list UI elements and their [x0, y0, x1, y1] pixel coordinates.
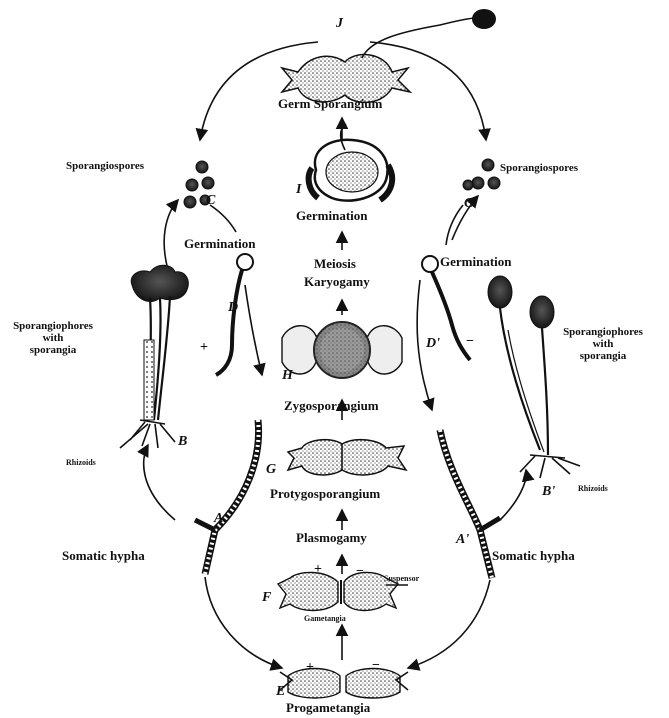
letter-H: H [282, 368, 293, 384]
label-zygosporangium: Zygosporangium [284, 398, 379, 414]
germinating-zygospore-drawing [309, 124, 393, 201]
letter-B-prime: B' [542, 484, 555, 500]
label-progametangia: Progametangia [286, 700, 370, 716]
label-protozygosporangium: Protygosporangium [270, 486, 380, 502]
label-sporangiophores-right: Sporangiophores with sporangia [548, 326, 658, 362]
letter-F: F [262, 590, 271, 606]
progametangia-plus-sign: + [306, 660, 314, 676]
sporangiospores-right-drawing [463, 159, 500, 190]
gametangia-minus-sign: − [356, 564, 364, 580]
letter-C: C [206, 193, 215, 209]
letter-A: A [214, 511, 223, 527]
label-sporangiophores-left: Sporangiophores with sporangia [8, 320, 98, 356]
progametangia-minus-sign: − [372, 658, 380, 674]
arrow-left-up-2 [164, 200, 178, 270]
letter-E: E [276, 684, 285, 700]
letter-A-prime: A' [456, 532, 469, 548]
arrow-spores-left-germ [210, 205, 236, 232]
protozygosporangium-drawing [288, 440, 406, 475]
label-sporangiospores-left: Sporangiospores [66, 160, 144, 172]
letter-D-prime: D' [426, 336, 440, 352]
somatic-hypha-left-drawing [195, 420, 259, 574]
letter-I: I [296, 182, 301, 198]
gametangia-plus-sign: + [314, 562, 322, 578]
sporangiophores-left-drawing [120, 265, 188, 448]
sporangiophores-left-line1: Sporangiophores [8, 320, 98, 332]
letter-G: G [266, 462, 276, 478]
label-sporangiospores-right: Sporangiospores [500, 162, 578, 174]
sporangiophores-right-line3: sporangia [548, 350, 658, 362]
arrow-right-up [500, 470, 526, 520]
label-rhizoids-left: Rhizoids [66, 458, 96, 467]
sporangiophores-right-drawing [488, 276, 580, 478]
label-somatic-hypha-left: Somatic hypha [62, 548, 145, 564]
somatic-hypha-right-drawing [440, 430, 500, 578]
letter-B: B [178, 434, 187, 450]
label-germination-right: Germination [440, 254, 512, 270]
progametangia-drawing [280, 669, 408, 699]
arrow-germ-left-down [245, 285, 262, 375]
label-germination-center: Germination [296, 208, 368, 224]
label-germination-left: Germination [184, 236, 256, 252]
arrow-spores-right-germ [446, 205, 463, 245]
sporangiophores-left-line3: sporangia [8, 344, 98, 356]
germ-sporangium-drawing [282, 9, 496, 102]
sporangiophores-left-line2: with [8, 332, 98, 344]
label-rhizoids-right: Rhizoids [578, 484, 608, 493]
label-somatic-hypha-right: Somatic hypha [492, 548, 575, 564]
sporangiophores-right-line2: with [548, 338, 658, 350]
letter-J: J [336, 16, 343, 32]
arrow-right-down [408, 580, 490, 668]
label-suspensor: Suspensor [384, 574, 419, 583]
label-gametangia: Gametangia [304, 614, 346, 623]
letter-C-prime: C' [464, 196, 477, 212]
label-germ-sporangium: Germ Sporangium [278, 96, 382, 112]
label-karyogamy: Karyogamy [304, 274, 370, 290]
sporangiophores-right-line1: Sporangiophores [548, 326, 658, 338]
arrow-left-up [144, 445, 175, 520]
zygosporangium-drawing [282, 322, 402, 378]
letter-D: D [228, 300, 238, 316]
label-meiosis: Meiosis [314, 256, 356, 272]
mating-type-plus-sign: + [200, 340, 208, 356]
label-plasmogamy: Plasmogamy [296, 530, 367, 546]
mating-type-minus-sign: − [466, 334, 474, 350]
